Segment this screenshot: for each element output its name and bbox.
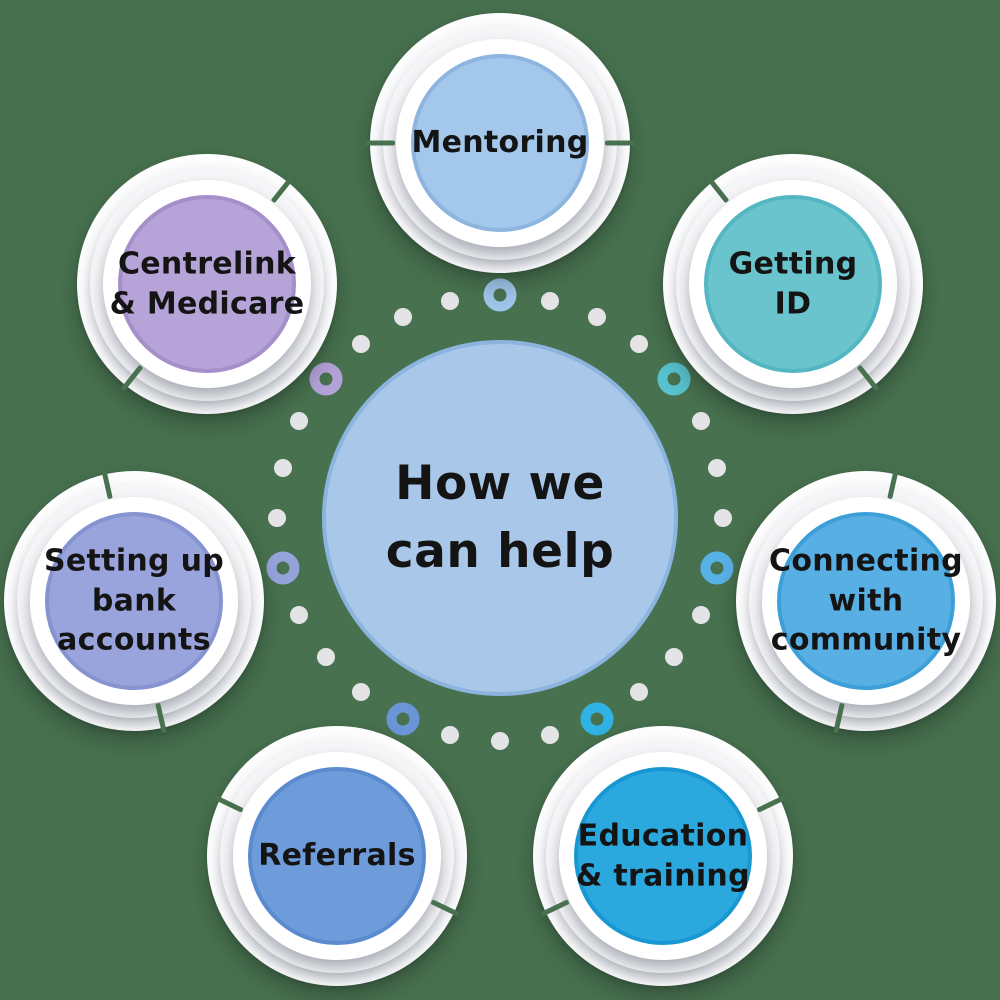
bubble-label: Education & training: [576, 818, 750, 893]
decor-donut: [657, 362, 691, 396]
decor-donut: [483, 278, 517, 312]
decor-donut: [386, 702, 420, 736]
center-label: How we can help: [385, 455, 615, 579]
bubble-centrelink-and-medicare: Centrelink & Medicare: [77, 154, 337, 414]
decor-dot: [351, 334, 370, 353]
decor-dot: [630, 334, 649, 353]
bubble-label: Centrelink & Medicare: [109, 246, 305, 321]
decor-dot: [714, 509, 732, 527]
decor-dot: [290, 412, 309, 431]
bubble-education-and-training: Education & training: [533, 726, 793, 986]
decor-donut: [580, 702, 614, 736]
decor-dot: [394, 308, 413, 327]
decor-dot: [491, 732, 509, 750]
decor-dot: [540, 726, 559, 745]
bubble-label: Mentoring: [411, 125, 589, 161]
bubble-referrals: Referrals: [207, 726, 467, 986]
bubble-label: Referrals: [258, 838, 416, 874]
bubble-mentoring: Mentoring: [365, 13, 635, 273]
bubble-label: Connecting with community: [769, 543, 963, 658]
decor-dot: [630, 683, 649, 702]
decor-dot: [665, 648, 684, 667]
decor-donut: [266, 551, 300, 585]
bubble-disc: [248, 767, 426, 945]
bubble-setting-up-bank-accounts: Setting up bank accounts: [4, 468, 264, 734]
bubble-disc: [45, 512, 223, 690]
decor-dot: [587, 308, 606, 327]
decor-dot: [290, 605, 309, 624]
bubble-disc: [777, 512, 955, 690]
decor-dot: [441, 726, 460, 745]
bubble-label: Getting ID: [728, 246, 858, 321]
decor-dot: [708, 459, 727, 478]
decor-dot: [316, 648, 335, 667]
bubble-disc: [118, 195, 296, 373]
bubble-connecting-with-community: Connecting with community: [736, 468, 996, 734]
decor-dot: [691, 605, 710, 624]
bubble-disc: [704, 195, 882, 373]
decor-dot: [441, 291, 460, 310]
bubble-getting-id: Getting ID: [663, 154, 923, 414]
decor-donut: [309, 362, 343, 396]
decor-dot: [691, 412, 710, 431]
decor-dot: [351, 683, 370, 702]
decor-dot: [273, 459, 292, 478]
bubble-disc: [411, 54, 589, 232]
bubble-label: Setting up bank accounts: [43, 543, 225, 658]
decor-dot: [268, 509, 286, 527]
bubble-disc: [574, 767, 752, 945]
decor-donut: [700, 551, 734, 585]
decor-dot: [540, 291, 559, 310]
center-circle: How we can help: [322, 340, 678, 696]
